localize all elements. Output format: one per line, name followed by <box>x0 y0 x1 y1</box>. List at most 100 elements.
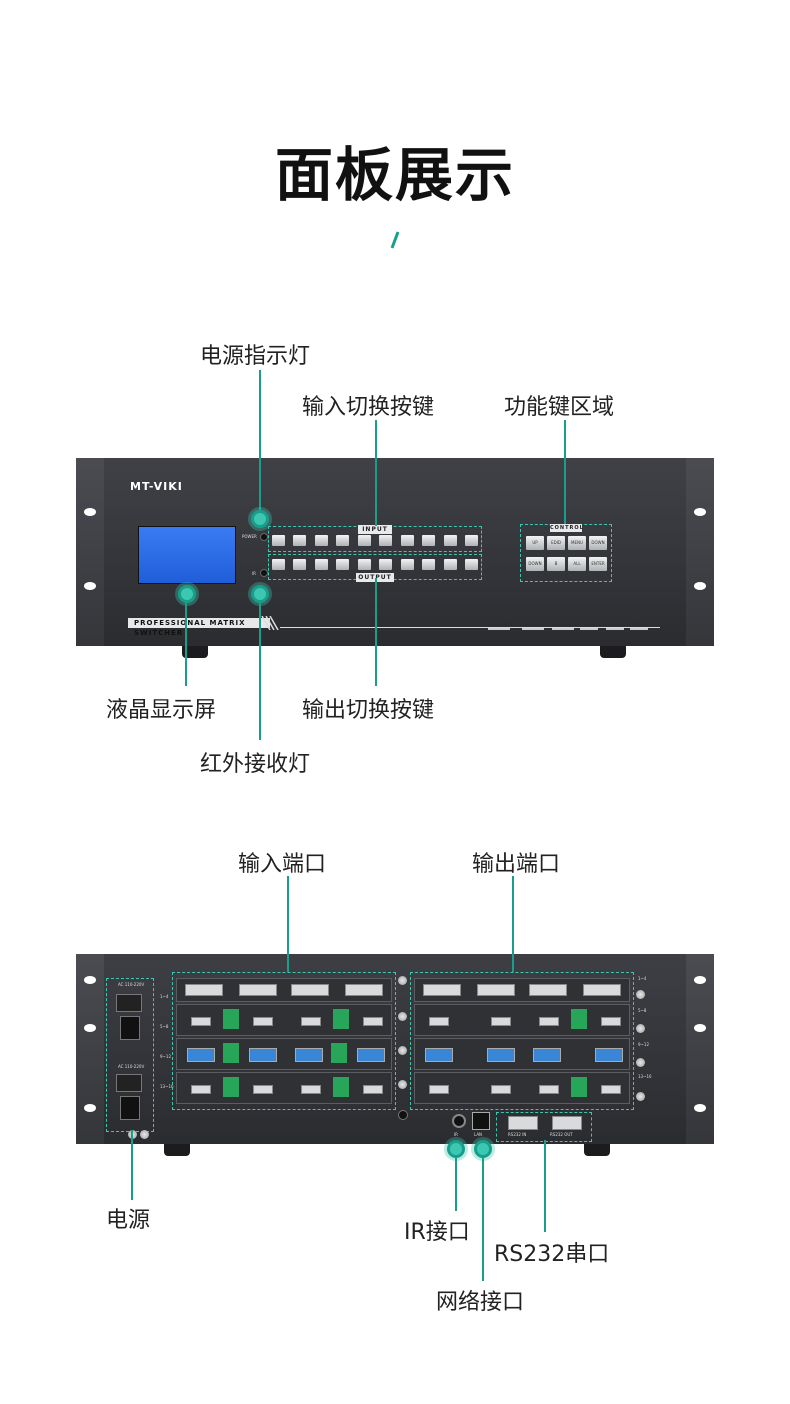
output-key[interactable] <box>443 559 457 570</box>
chassis-foot <box>584 1144 610 1156</box>
dvi-port[interactable] <box>583 984 621 996</box>
control-key-edid[interactable]: EDID <box>547 536 565 550</box>
hdmi-port[interactable] <box>301 1085 321 1094</box>
callout-ir-port: IR接口 <box>404 1220 470 1245</box>
audio-terminal[interactable] <box>333 1009 349 1029</box>
vga-port[interactable] <box>425 1048 453 1062</box>
dvi-port[interactable] <box>529 984 567 996</box>
trim-dash <box>580 628 598 630</box>
hdmi-port[interactable] <box>363 1017 383 1026</box>
audio-terminal[interactable] <box>223 1009 239 1029</box>
trim-dash <box>488 628 510 630</box>
input-key[interactable] <box>379 535 393 546</box>
control-key-all[interactable]: ALL <box>568 557 586 571</box>
card-screw <box>398 976 407 985</box>
control-key-down2[interactable]: DOWN <box>526 557 544 571</box>
card-screw <box>636 990 645 999</box>
hdmi-port[interactable] <box>491 1017 511 1026</box>
dvi-port[interactable] <box>291 984 329 996</box>
output-key[interactable] <box>314 559 328 570</box>
ac-socket-1[interactable] <box>120 1016 140 1040</box>
output-key[interactable] <box>464 559 478 570</box>
vga-port[interactable] <box>487 1048 515 1062</box>
hdmi-port[interactable] <box>191 1017 211 1026</box>
callout-dot <box>178 585 196 603</box>
input-key[interactable] <box>357 535 371 546</box>
ac-label-1: AC 110-220V <box>118 982 145 987</box>
bottom-screw <box>398 1110 408 1120</box>
output-key[interactable] <box>336 559 350 570</box>
dvi-port[interactable] <box>345 984 383 996</box>
vga-port[interactable] <box>595 1048 623 1062</box>
audio-terminal[interactable] <box>333 1077 349 1097</box>
hdmi-port[interactable] <box>601 1017 621 1026</box>
control-key-grid: UP EDID MENU DOWN DOWN B ALL ENTER <box>526 536 607 571</box>
input-key[interactable] <box>272 535 285 546</box>
ir-port[interactable] <box>452 1114 466 1128</box>
rs232-in-port[interactable] <box>508 1116 538 1130</box>
card-screw <box>398 1080 407 1089</box>
input-key[interactable] <box>314 535 328 546</box>
control-key-enter[interactable]: ENTER <box>589 557 607 571</box>
output-key[interactable] <box>272 559 285 570</box>
vga-port[interactable] <box>187 1048 215 1062</box>
input-key[interactable] <box>400 535 414 546</box>
rs232-out-port[interactable] <box>552 1116 582 1130</box>
vga-port[interactable] <box>295 1048 323 1062</box>
dvi-port[interactable] <box>477 984 515 996</box>
control-key-b[interactable]: B <box>547 557 565 571</box>
input-card-dvi <box>176 978 392 1002</box>
power-switch-1[interactable] <box>116 994 142 1012</box>
hdmi-port[interactable] <box>363 1085 383 1094</box>
audio-terminal[interactable] <box>571 1077 587 1097</box>
input-key[interactable] <box>464 535 478 546</box>
callout-line <box>287 876 289 972</box>
row-label: 5~8 <box>638 1008 647 1013</box>
hdmi-port[interactable] <box>429 1017 449 1026</box>
hdmi-port[interactable] <box>191 1085 211 1094</box>
vga-port[interactable] <box>249 1048 277 1062</box>
hdmi-port[interactable] <box>429 1085 449 1094</box>
control-key-up[interactable]: UP <box>526 536 544 550</box>
row-label: 13~16 <box>160 1084 174 1089</box>
control-key-down[interactable]: DOWN <box>589 536 607 550</box>
hdmi-port[interactable] <box>601 1085 621 1094</box>
output-key[interactable] <box>357 559 371 570</box>
output-card-hdmi-2 <box>414 1072 630 1104</box>
callout-line <box>259 370 261 518</box>
vga-port[interactable] <box>357 1048 385 1062</box>
output-key[interactable] <box>379 559 393 570</box>
callout-line <box>482 1155 484 1281</box>
hdmi-port[interactable] <box>253 1017 273 1026</box>
trim-dash <box>552 628 574 630</box>
input-key[interactable] <box>293 535 307 546</box>
vga-port[interactable] <box>533 1048 561 1062</box>
input-key[interactable] <box>336 535 350 546</box>
hdmi-port[interactable] <box>301 1017 321 1026</box>
lan-port[interactable] <box>472 1112 490 1130</box>
rack-hole <box>694 508 706 516</box>
audio-terminal[interactable] <box>223 1043 239 1063</box>
output-key[interactable] <box>400 559 414 570</box>
output-key[interactable] <box>293 559 307 570</box>
ac-socket-2[interactable] <box>120 1096 140 1120</box>
ir-port-label: IR <box>454 1132 458 1137</box>
audio-terminal[interactable] <box>223 1077 239 1097</box>
power-switch-2[interactable] <box>116 1074 142 1092</box>
input-key[interactable] <box>443 535 457 546</box>
hdmi-port[interactable] <box>253 1085 273 1094</box>
output-card-hdmi <box>414 1004 630 1036</box>
chassis-foot <box>600 646 626 658</box>
input-key[interactable] <box>422 535 436 546</box>
ac-label-2: AC 110-220V <box>118 1064 145 1069</box>
hdmi-port[interactable] <box>539 1017 559 1026</box>
control-key-menu[interactable]: MENU <box>568 536 586 550</box>
hdmi-port[interactable] <box>491 1085 511 1094</box>
dvi-port[interactable] <box>185 984 223 996</box>
audio-terminal[interactable] <box>571 1009 587 1029</box>
output-key[interactable] <box>422 559 436 570</box>
hdmi-port[interactable] <box>539 1085 559 1094</box>
dvi-port[interactable] <box>423 984 461 996</box>
dvi-port[interactable] <box>239 984 277 996</box>
audio-terminal[interactable] <box>331 1043 347 1063</box>
